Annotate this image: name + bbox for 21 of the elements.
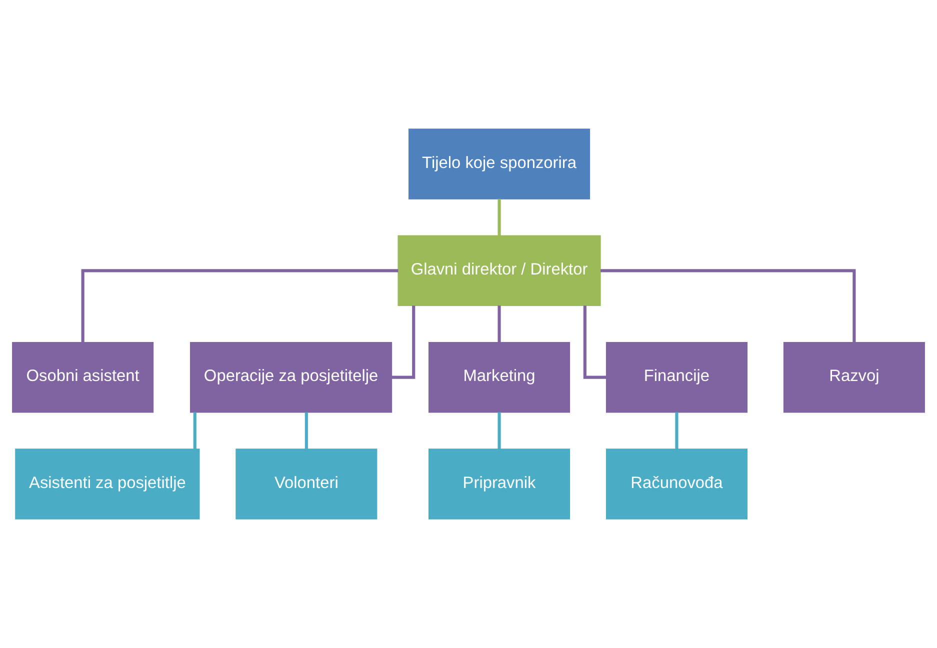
node-box: Pripravnik: [428, 448, 570, 520]
connector: [675, 412, 678, 449]
connector: [498, 306, 501, 342]
connector: [193, 412, 196, 449]
node-box: Asistenti za posjetitlje: [15, 448, 200, 520]
node-box: Volonteri: [236, 448, 378, 520]
connector: [81, 269, 398, 342]
node-box: Operacije za posjetitelje: [190, 342, 392, 413]
node-box: Tijelo koje sponzorira: [408, 128, 590, 200]
node-box: Financije: [606, 342, 748, 413]
node-box: Osobni asistent: [12, 342, 154, 413]
connector: [304, 412, 308, 449]
connector: [498, 198, 501, 236]
connector: [392, 306, 416, 379]
connector: [583, 306, 606, 379]
node-box: Razvoj: [783, 342, 925, 413]
node-box: Marketing: [428, 342, 570, 413]
node-box: Računovođa: [606, 448, 748, 520]
node-box: Glavni direktor / Direktor: [398, 235, 601, 306]
connector: [498, 412, 501, 449]
connector: [600, 269, 856, 342]
